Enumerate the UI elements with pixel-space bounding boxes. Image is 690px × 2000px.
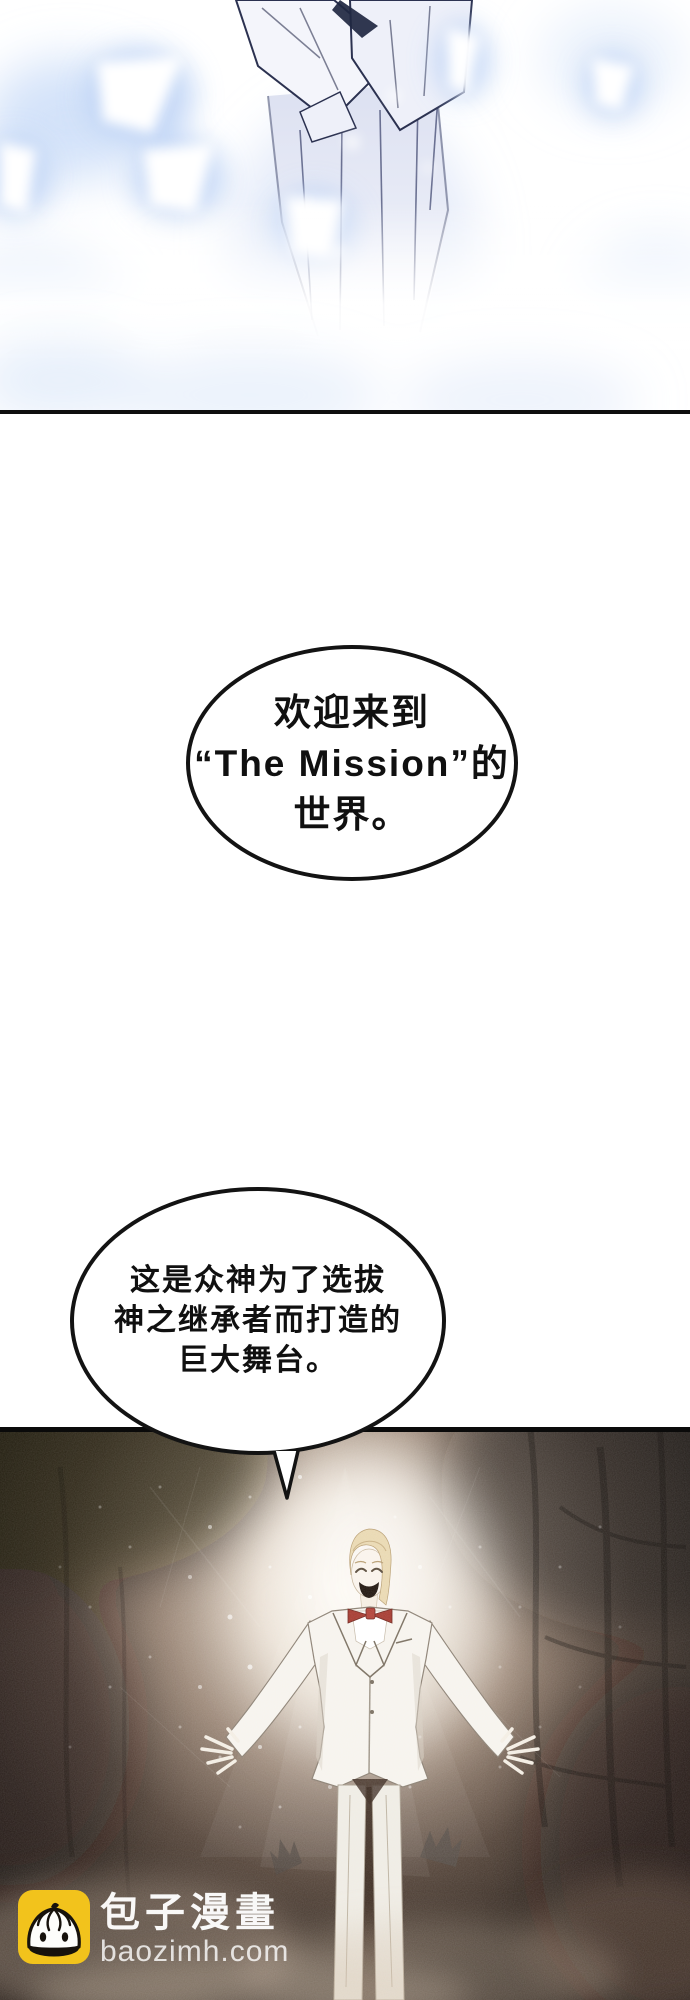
watermark: 包子漫畫 baozimh.com bbox=[18, 1890, 289, 1968]
speech-bubble-welcome: 欢迎来到 “The Mission”的 世界。 bbox=[186, 645, 518, 881]
baozi-bun-icon bbox=[18, 1890, 90, 1964]
watermark-text: 包子漫畫 baozimh.com bbox=[100, 1890, 289, 1968]
dissolving-figure-scene bbox=[0, 0, 690, 442]
bubble-text-line: “The Mission”的 bbox=[194, 742, 510, 784]
watermark-site-name: 包子漫畫 bbox=[100, 1891, 280, 1935]
bubble-text-line: 神之继承者而打造的 bbox=[114, 1304, 402, 1337]
grain-texture bbox=[0, 1427, 690, 2000]
watermark-site-url: baozimh.com bbox=[100, 1935, 290, 1968]
bubble-text-line: 欢迎来到 bbox=[274, 691, 430, 733]
bubble-text-line: 这是众神为了选拔 bbox=[130, 1264, 386, 1297]
panel-divider bbox=[0, 410, 690, 414]
panel-bottom-scene bbox=[0, 1327, 690, 2000]
panel-top-scene bbox=[0, 0, 690, 442]
white-suit-man-scene bbox=[0, 1327, 690, 2000]
bubble-text-line: 世界。 bbox=[293, 793, 411, 835]
speech-bubble-tail bbox=[272, 1450, 300, 1500]
speech-bubble-stage: 这是众神为了选拔 神之继承者而打造的 巨大舞台。 bbox=[70, 1187, 446, 1455]
bubble-text-line: 巨大舞台。 bbox=[178, 1344, 338, 1377]
